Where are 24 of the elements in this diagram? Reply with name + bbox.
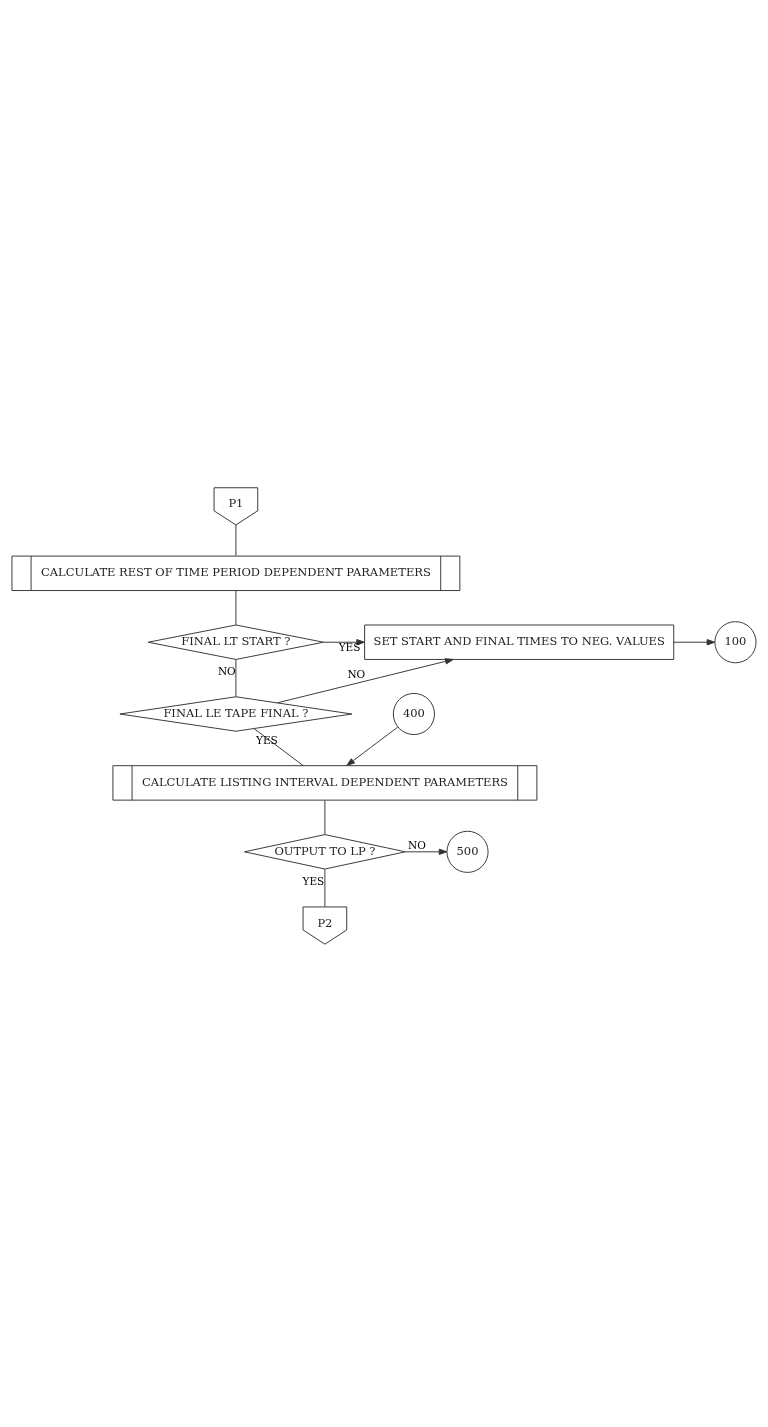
edge-label: NO <box>347 667 366 680</box>
node-diamond: FINAL LE TAPE FINAL ? <box>119 695 353 732</box>
edge-label: YES <box>302 874 325 887</box>
node-diamond: OUTPUT TO LP ? <box>244 833 406 869</box>
arrow <box>404 848 448 855</box>
arrow <box>323 638 365 645</box>
connector <box>235 589 237 625</box>
arrow <box>346 726 399 766</box>
edge-label: NO <box>407 838 426 851</box>
arrow <box>276 657 454 703</box>
node-diamond: FINAL LT START ? <box>147 624 324 660</box>
arrow <box>673 638 716 645</box>
edge-label: NO <box>217 664 236 677</box>
connector <box>324 799 326 835</box>
connector <box>235 524 237 556</box>
node-circle: 400 <box>392 692 435 735</box>
connector <box>253 727 304 766</box>
node-box: SET START AND FINAL TIMES TO NEG. VALUES <box>364 624 675 660</box>
connector <box>324 868 326 907</box>
node-circle: 500 <box>446 830 489 873</box>
edge-label: YES <box>255 733 278 746</box>
node-circle: 100 <box>714 620 757 663</box>
edge-label: YES <box>338 640 361 653</box>
connector <box>235 658 237 697</box>
